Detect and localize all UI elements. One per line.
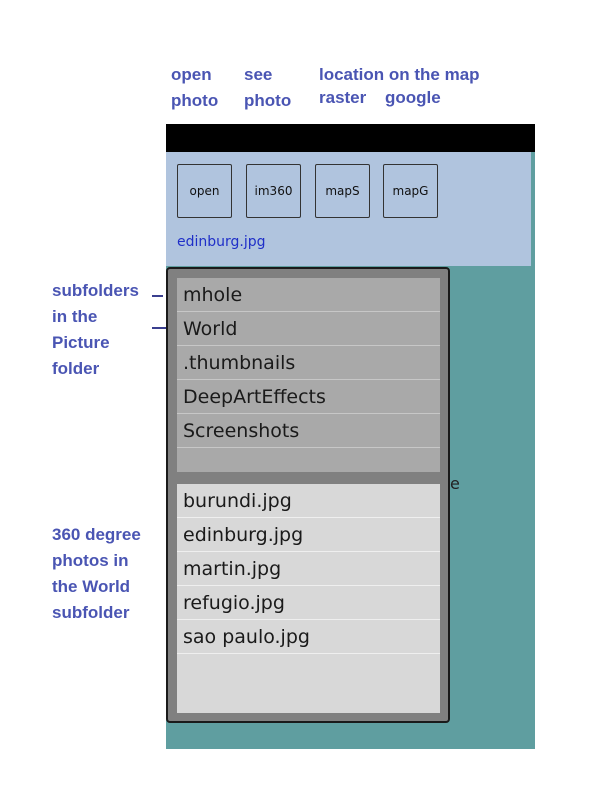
annotation-line: the World [52, 577, 131, 596]
annotation-line: see [244, 65, 273, 84]
file-item-refugio[interactable]: refugio.jpg [177, 586, 440, 620]
file-item-sao-paulo[interactable]: sao paulo.jpg [177, 620, 440, 654]
annotation-line: open [171, 65, 212, 84]
annotation-line: in the [52, 307, 98, 326]
annotation-location-title: location on the map [319, 62, 480, 88]
annotation-line: 360 degree [52, 525, 141, 544]
folder-item-deepartefects[interactable]: DeepArtEffects [177, 380, 440, 414]
annotation-line: subfolders [52, 281, 139, 300]
annotation-line: folder [52, 359, 100, 378]
annotation-photos: 360 degree photos in the World subfolder [52, 522, 141, 626]
annotation-line: location on the map [319, 65, 480, 84]
folder-list: mhole World .thumbnails DeepArtEffects S… [177, 278, 440, 472]
phone-screen: open im360 mapS mapG edinburg.jpg e mhol… [166, 124, 535, 749]
annotation-line: subfolder [52, 603, 130, 622]
annotation-open-photo: open photo [171, 62, 218, 114]
folder-item-thumbnails[interactable]: .thumbnails [177, 346, 440, 380]
file-list: burundi.jpg edinburg.jpg martin.jpg refu… [177, 484, 440, 713]
file-picker-dialog: mhole World .thumbnails DeepArtEffects S… [166, 267, 450, 723]
annotation-line: Picture [52, 333, 110, 352]
folder-item-mhole[interactable]: mhole [177, 278, 440, 312]
maps-button[interactable]: mapS [315, 164, 370, 218]
annotation-raster: raster [319, 85, 366, 111]
im360-button[interactable]: im360 [246, 164, 301, 218]
file-item-burundi[interactable]: burundi.jpg [177, 484, 440, 518]
annotation-line: photos in [52, 551, 129, 570]
file-item-edinburg[interactable]: edinburg.jpg [177, 518, 440, 552]
folder-item-world[interactable]: World [177, 312, 440, 346]
annotation-line: raster [319, 88, 367, 107]
background-text: e [450, 474, 460, 493]
status-bar [166, 124, 535, 152]
annotation-line: photo [244, 91, 292, 110]
open-button[interactable]: open [177, 164, 232, 218]
annotation-google: google [385, 85, 441, 111]
annotation-see-photo: see photo [244, 62, 291, 114]
annotation-subfolders: subfolders in the Picture folder [52, 278, 139, 382]
pointer-line-mhole [152, 295, 163, 297]
annotation-line: photo [171, 91, 219, 110]
folder-item-screenshots[interactable]: Screenshots [177, 414, 440, 448]
mapg-button[interactable]: mapG [383, 164, 438, 218]
top-panel: open im360 mapS mapG edinburg.jpg [166, 152, 531, 266]
current-filename: edinburg.jpg [177, 234, 266, 250]
annotation-line: google [385, 88, 441, 107]
file-item-martin[interactable]: martin.jpg [177, 552, 440, 586]
